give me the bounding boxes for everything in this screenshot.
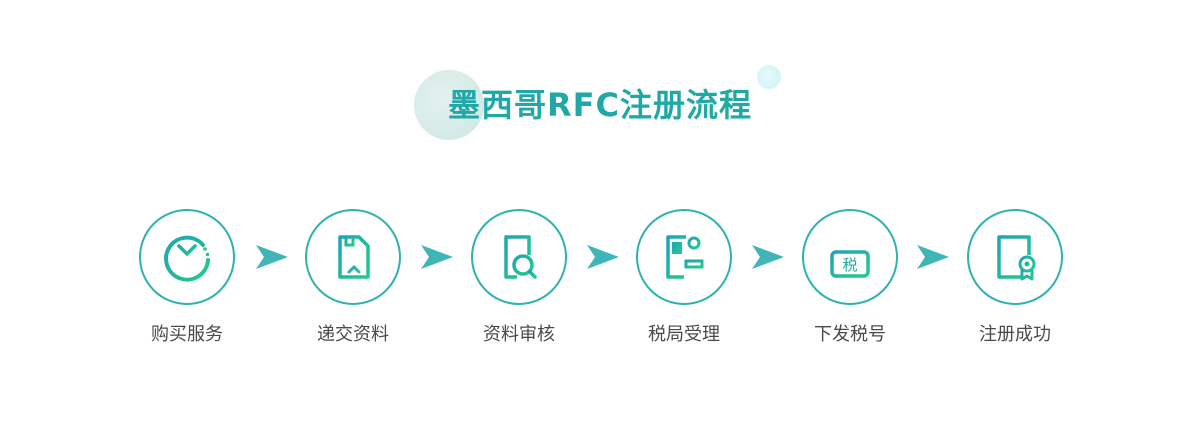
document-upload-icon	[338, 235, 370, 279]
step-circle	[967, 209, 1063, 305]
step-circle	[471, 209, 567, 305]
step-label: 资料审核	[483, 324, 555, 345]
step-label: 递交资料	[317, 324, 389, 345]
tax-glyph: 税	[842, 256, 857, 274]
step-circle	[636, 209, 732, 305]
step-document-review: 资料审核	[471, 209, 567, 345]
chevron-arrow-right-icon	[421, 245, 453, 269]
step-circle: 税	[802, 209, 898, 305]
step-purchase-service: 购买服务	[139, 209, 235, 345]
chevron-arrow-right-icon	[752, 245, 784, 269]
step-label: 税局受理	[648, 324, 720, 345]
step-label: 下发税号	[814, 324, 886, 345]
step-label: 注册成功	[979, 324, 1051, 345]
step-label: 购买服务	[151, 324, 223, 345]
step-tax-office-acceptance: 税局受理	[636, 209, 732, 345]
decorative-circle-large	[414, 70, 484, 140]
stamp-document-icon	[666, 235, 706, 279]
yuan-coin-icon	[164, 235, 210, 282]
step-circle	[139, 209, 235, 305]
decorative-circle-small	[757, 65, 781, 89]
chevron-arrow-right-icon	[917, 245, 949, 269]
title-area: 墨西哥RFC注册流程	[0, 65, 1200, 140]
page-title: 墨西哥RFC注册流程	[0, 80, 1200, 126]
document-search-icon	[504, 235, 537, 279]
step-circle	[305, 209, 401, 305]
tax-tray-icon: 税	[830, 239, 870, 278]
chevron-arrow-right-icon	[587, 245, 619, 269]
step-issue-tax-number: 税 下发税号	[802, 209, 898, 345]
step-submit-documents: 递交资料	[305, 209, 401, 345]
chevron-arrow-right-icon	[256, 245, 288, 269]
step-registration-success: 注册成功	[967, 209, 1063, 345]
certificate-icon	[997, 235, 1036, 281]
